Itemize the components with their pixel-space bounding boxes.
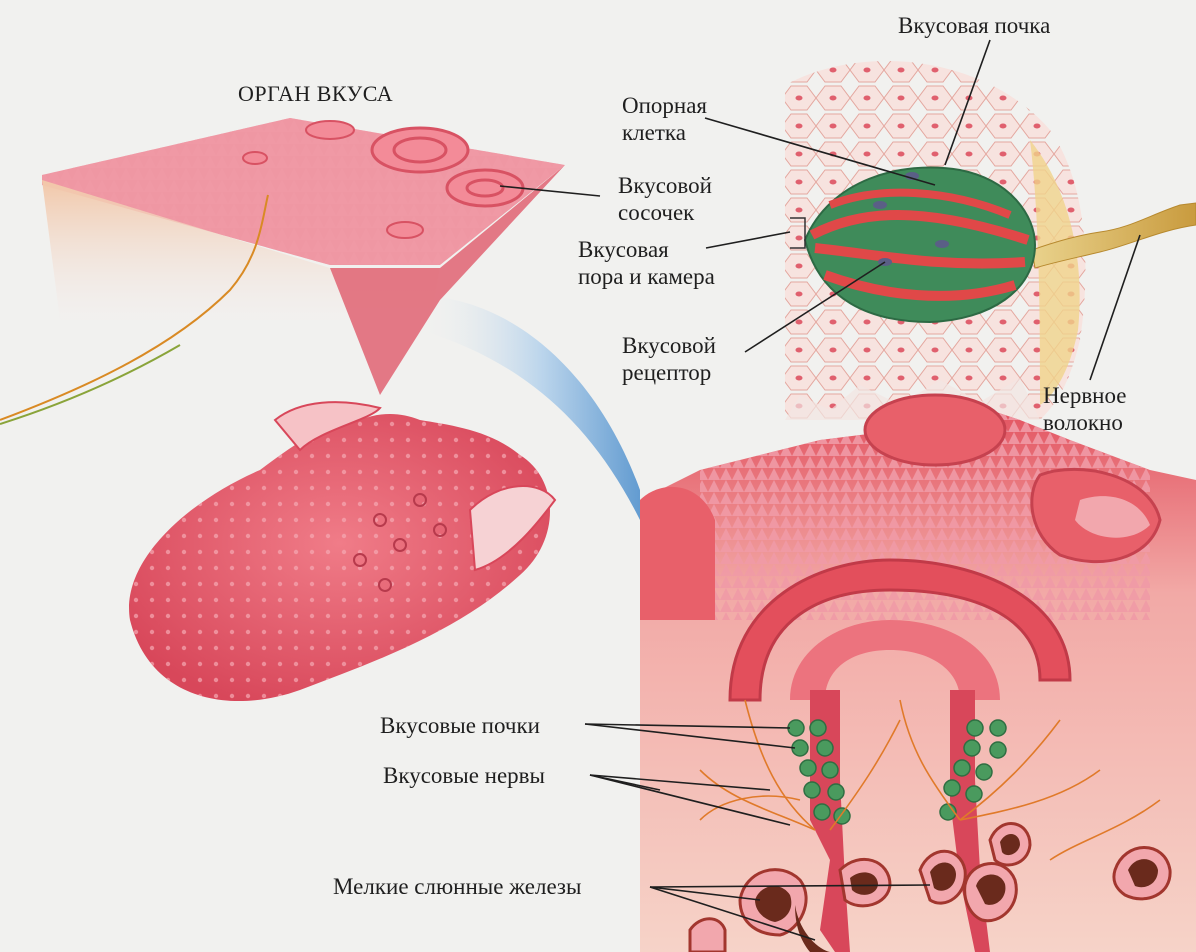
label-papilla: Вкусовой сосочек xyxy=(618,172,712,226)
label-taste-nerves: Вкусовые нервы xyxy=(383,762,545,789)
label-nerve-fiber: Нервное волокно xyxy=(1043,382,1126,436)
label-taste-bud: Вкусовая почка xyxy=(898,12,1050,39)
cell-section xyxy=(785,61,1196,420)
label-receptor: Вкусовой рецептор xyxy=(622,332,716,386)
label-pore-chamber: Вкусовая пора и камера xyxy=(578,236,715,290)
diagram-title: ОРГАН ВКУСА xyxy=(238,80,393,107)
label-support-cell: Опорная клетка xyxy=(622,92,707,146)
papilla-section xyxy=(640,395,1196,952)
label-salivary-glands: Мелкие слюнные железы xyxy=(333,873,581,900)
label-taste-buds: Вкусовые почки xyxy=(380,712,540,739)
tissue-block xyxy=(0,118,565,424)
tongue xyxy=(129,402,555,701)
